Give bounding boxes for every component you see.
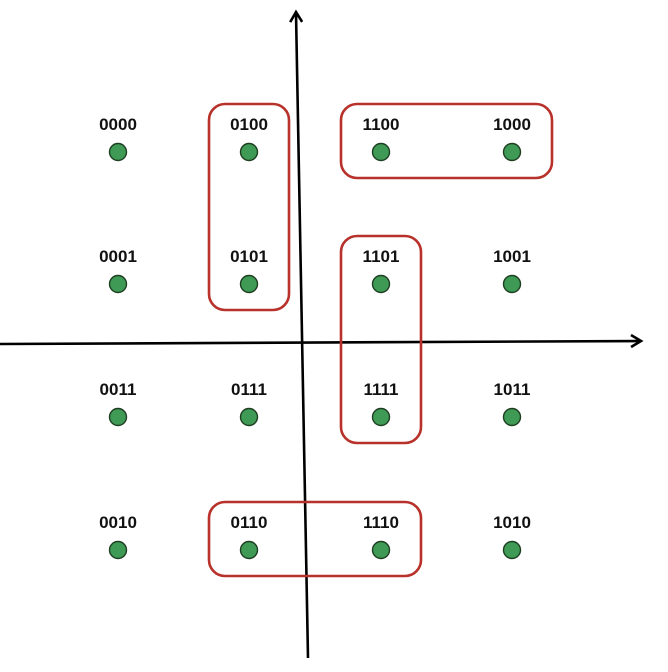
constellation-point: 1110: [363, 513, 399, 560]
constellation-point: 0100: [230, 115, 268, 162]
point-label: 1111: [363, 380, 398, 399]
point-dot: [239, 142, 259, 162]
point-label: 1100: [363, 115, 400, 134]
point-dot: [371, 142, 391, 162]
constellation-point: 1011: [494, 380, 531, 427]
constellation-point: 1000: [493, 115, 531, 162]
constellation-point: 0000: [99, 115, 137, 162]
constellation-point: 0110: [231, 513, 268, 560]
group-outline: [339, 102, 554, 180]
group-outline: [207, 500, 423, 578]
group-outline: [339, 234, 423, 445]
point-dot: [108, 407, 128, 427]
point-label: 0100: [230, 115, 268, 134]
constellation-point: 1010: [493, 513, 531, 560]
point-label: 1011: [494, 380, 531, 399]
constellation-point: 0011: [100, 380, 137, 427]
point-dot: [502, 407, 522, 427]
point-label: 0010: [99, 513, 137, 532]
point-label: 1001: [493, 247, 531, 266]
point-dot: [108, 540, 128, 560]
y-axis: [296, 13, 310, 659]
point-dot: [239, 540, 259, 560]
constellation-points: 0000 0100 1100 1000 0001 0101 1101 1001 0011 0111…: [99, 115, 531, 560]
point-label: 0101: [230, 247, 268, 266]
group-outlines: [207, 102, 554, 578]
point-label: 0011: [100, 380, 137, 399]
point-dot: [371, 540, 391, 560]
point-label: 1010: [493, 513, 531, 532]
point-dot: [108, 142, 128, 162]
group-outline: [207, 102, 291, 312]
constellation-point: 0010: [99, 513, 137, 560]
point-label: 0111: [231, 380, 267, 399]
x-axis: [0, 341, 640, 344]
point-label: 1110: [363, 513, 399, 532]
constellation-point: 1100: [363, 115, 400, 162]
point-dot: [108, 274, 128, 294]
point-label: 1101: [363, 247, 400, 266]
point-label: 0001: [99, 247, 137, 266]
constellation-point: 1001: [493, 247, 531, 294]
point-dot: [371, 407, 391, 427]
point-dot: [502, 274, 522, 294]
constellation-point: 1111: [363, 380, 399, 427]
point-dot: [502, 540, 522, 560]
constellation-point: 0001: [99, 247, 137, 294]
point-dot: [239, 407, 259, 427]
constellation-point: 0111: [231, 380, 267, 427]
point-label: 1000: [493, 115, 531, 134]
point-dot: [371, 274, 391, 294]
point-dot: [502, 142, 522, 162]
point-label: 0000: [99, 115, 137, 134]
point-dot: [239, 274, 259, 294]
constellation-point: 0101: [230, 247, 268, 294]
constellation-point: 1101: [363, 247, 400, 294]
point-label: 0110: [231, 513, 268, 532]
